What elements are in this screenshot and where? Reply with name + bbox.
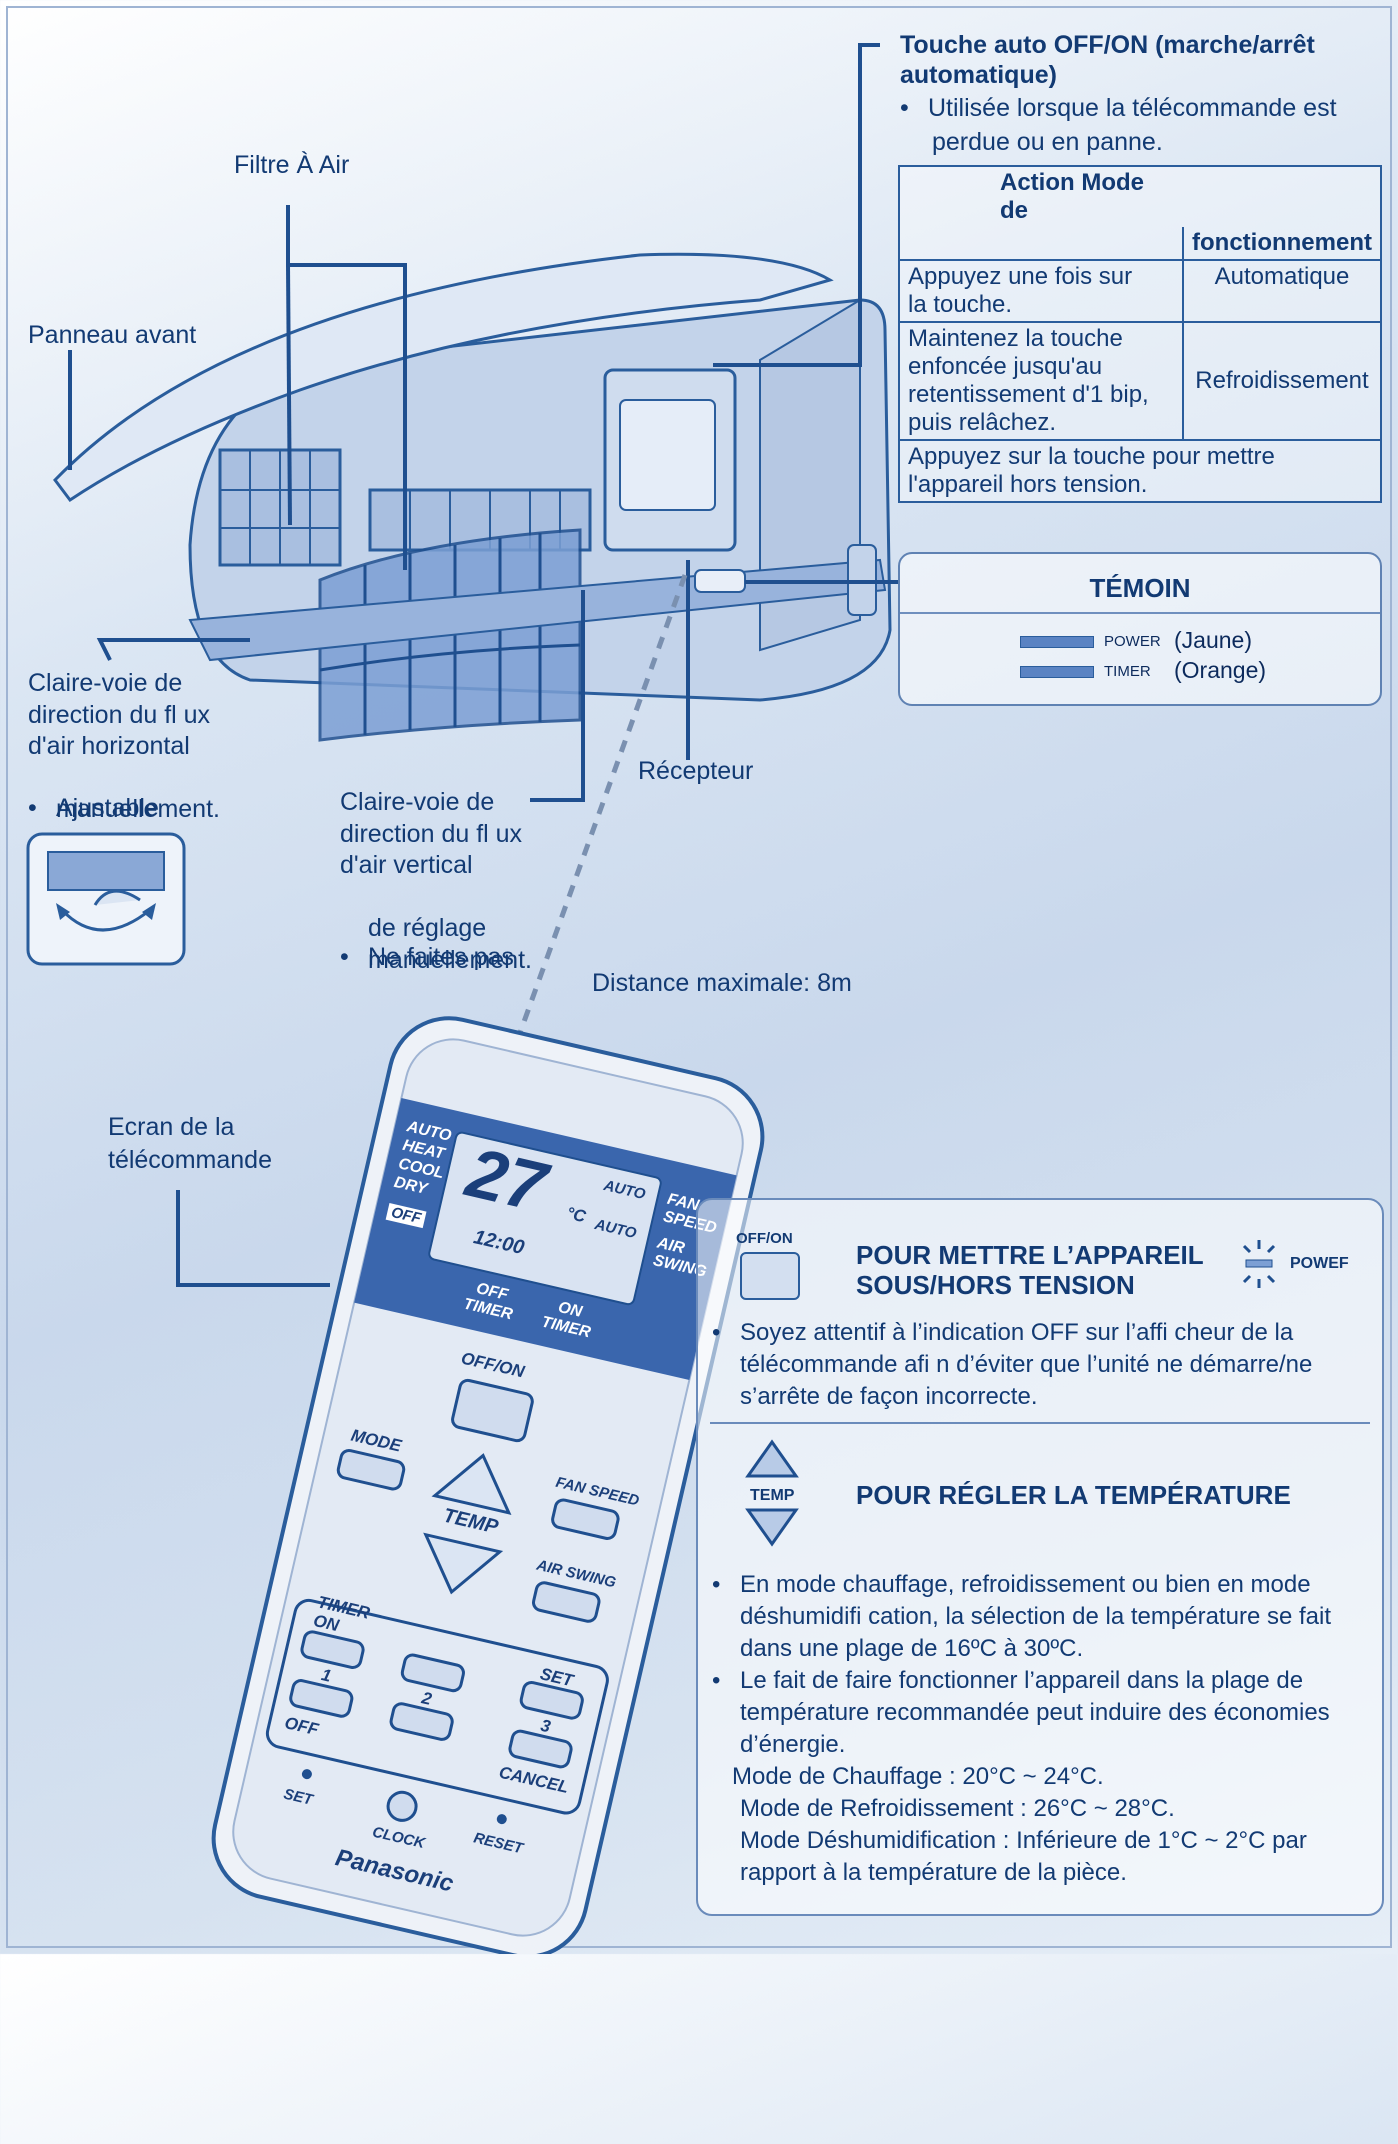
info-separator — [710, 1422, 1370, 1424]
horizontal-label-1: Claire-voie de — [28, 669, 183, 697]
remote-set-button[interactable] — [297, 1765, 316, 1784]
offon-button-icon — [740, 1252, 800, 1300]
power-heading-1: POUR METTRE L’APPAREIL — [856, 1240, 1204, 1270]
vertical-label-2: direction du fl ux — [340, 820, 523, 848]
temoin-box: TÉMOIN POWER(Jaune) TIMER(Orange) — [898, 552, 1382, 706]
ecran-label-2: télécommande — [108, 1146, 272, 1174]
touche-title: Touche auto OFF/ON (marche/arrêt automat… — [900, 31, 1315, 89]
table-row: Appuyez une fois sur la touche. Automati… — [898, 259, 1382, 323]
info-box: OFF/ON POUR METTRE L’APPAREIL SOUS/HORS … — [696, 1198, 1384, 1916]
filtre-label: Filtre À Air — [234, 151, 350, 179]
horizontal-label-3: d'air horizontal — [28, 732, 190, 760]
ecran-label-1: Ecran de la — [108, 1113, 235, 1141]
offon-icon-label: OFF/ON — [736, 1230, 793, 1247]
remote-timer-off-button[interactable] — [289, 1679, 353, 1718]
power-led-label: POWEF — [1290, 1255, 1349, 1272]
action-table: Action Mode de fonctionnement Appuyez un… — [898, 165, 1382, 503]
remote-cancel-label: CANCEL — [497, 1762, 571, 1798]
temoin-timer-row: TIMER(Orange) — [1020, 656, 1266, 684]
temp-bullet-2: •Le fait de faire fonctionner l’appareil… — [712, 1667, 1304, 1694]
remote-reset-button[interactable] — [492, 1809, 511, 1828]
temp-bullet-1-line-3: dans une plage de 16ºC à 30ºC. — [740, 1635, 1084, 1662]
remote-reset-label: RESET — [471, 1829, 525, 1858]
touche-bullet: •Utilisée lorsque la télécommande est — [900, 94, 1337, 122]
horizontal-label-2: direction du fl ux — [28, 701, 211, 729]
distance-label: Distance maximale: 8m — [592, 969, 852, 997]
remote-timer-down-button[interactable] — [389, 1702, 453, 1741]
vertical-label-3: d'air vertical — [340, 851, 473, 879]
temp-bullet-2-line-2: température recommandée peut induire des… — [740, 1699, 1330, 1726]
power-text-2: télécommande afi n d’éviter que l’unité … — [740, 1351, 1313, 1378]
remote-air-swing-button[interactable] — [532, 1581, 601, 1623]
touche-bullet-cont: perdue ou en panne. — [932, 128, 1163, 156]
timer-led-icon — [1020, 665, 1094, 678]
remote-temp-down-button[interactable] — [415, 1535, 500, 1601]
remote-mode-button[interactable] — [337, 1449, 406, 1491]
power-led-icon — [1020, 635, 1094, 648]
temp-arrows-icon — [745, 1439, 799, 1547]
temp-heading: POUR RÉGLER LA TEMPÉRATURE — [856, 1480, 1291, 1510]
remote-btn1-label: 1 — [319, 1665, 334, 1686]
table-row: Appuyez sur la touche pour mettre l'appa… — [898, 439, 1382, 503]
remote-off-badge: OFF — [385, 1203, 427, 1229]
remote-off-label: OFF — [282, 1713, 321, 1740]
remote-timer-cancel-button[interactable] — [508, 1730, 572, 1769]
remote-on-timer: ON TIMER — [539, 1298, 593, 1342]
remote-btn3-label: 3 — [538, 1715, 553, 1737]
power-heading-2: SOUS/HORS TENSION — [856, 1270, 1135, 1300]
temoin-title: TÉMOIN — [900, 564, 1380, 614]
power-text: •Soyez attentif à l’indication OFF sur l… — [712, 1319, 1294, 1346]
table-row: Maintenez la touche enfoncée jusqu'au re… — [898, 321, 1382, 441]
vertical-label-1: Claire-voie de — [340, 788, 495, 816]
mode-deshumidification-2: rapport à la température de la pièce. — [740, 1859, 1127, 1886]
remote-fan-speed-button[interactable] — [551, 1498, 620, 1540]
temp-bullet-1-line-2: déshumidifi cation, la sélection de la t… — [740, 1603, 1331, 1630]
mode-deshumidification: Mode Déshumidification : Inférieure de 1… — [740, 1827, 1307, 1854]
temoin-power-row: POWER(Jaune) — [1020, 626, 1252, 654]
recepteur-label: Récepteur — [638, 757, 754, 785]
remote-mode-label: MODE — [349, 1425, 404, 1456]
table-header-action: Action Mode de — [898, 165, 1183, 227]
remote-auto-fan: AUTO — [602, 1177, 648, 1204]
temp-bullet-1: •En mode chauffage, refroidissement ou b… — [712, 1571, 1311, 1598]
remote-btn2-label: 2 — [419, 1688, 434, 1709]
vertical-bullet: •Ne faites pas — [340, 943, 514, 971]
remote-set-small: SET — [281, 1785, 315, 1809]
air-conditioner-illustration — [26, 43, 898, 1287]
mode-refroidissement: Mode de Refroidissement : 26°C ~ 28°C. — [740, 1795, 1175, 1822]
remote-control-illustration — [211, 1016, 765, 1954]
remote-timer-up-button[interactable] — [401, 1653, 465, 1692]
mode-chauffage: Mode de Chauffage : 20°C ~ 24°C. — [732, 1763, 1104, 1790]
remote-offon-label: OFF/ON — [459, 1348, 527, 1382]
vertical-bullet-cont-1: de réglage — [368, 914, 487, 942]
remote-time: 12:00 — [471, 1226, 527, 1260]
power-led-blink-icon — [1242, 1240, 1276, 1288]
remote-auto-air: AUTO — [593, 1216, 639, 1243]
page-frame — [6, 6, 1392, 1948]
remote-temp-label: TEMP — [441, 1504, 501, 1539]
remote-temp-unit: °C — [564, 1203, 588, 1227]
horizontal-bullet: •Ajustable — [28, 794, 159, 822]
horizontal-bullet-cont: manuellement. — [56, 795, 220, 823]
power-text-3: s’arrête de façon incorrecte. — [740, 1383, 1038, 1410]
temp-icon-label: TEMP — [750, 1487, 795, 1504]
vertical-bullet-cont-2: manuellement. — [368, 946, 532, 974]
remote-clock-label: CLOCK — [370, 1823, 427, 1853]
panneau-label: Panneau avant — [28, 321, 197, 349]
remote-off-timer: OFF TIMER — [461, 1280, 515, 1324]
remote-temp-up-button[interactable] — [435, 1447, 520, 1513]
remote-clock-button[interactable] — [385, 1790, 419, 1824]
remote-timer-set-button[interactable] — [520, 1681, 584, 1720]
remote-brand-logo: Panasonic — [332, 1844, 456, 1898]
temp-bullet-2-line-3: d’énergie. — [740, 1731, 846, 1758]
table-header-mode: fonctionnement — [1182, 227, 1382, 261]
remote-offon-button[interactable] — [451, 1379, 534, 1442]
remote-temp-display: 27 — [459, 1133, 554, 1227]
